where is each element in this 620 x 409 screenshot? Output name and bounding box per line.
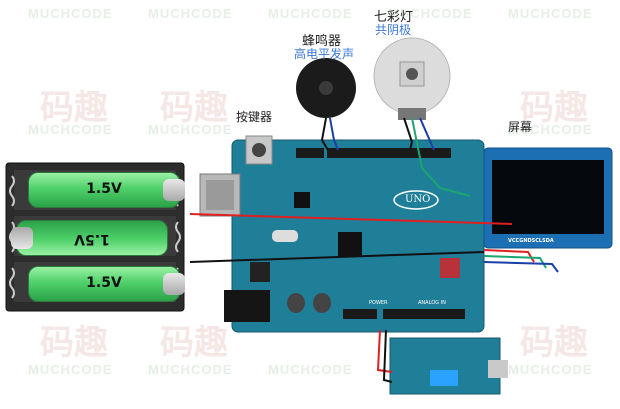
watermark-text: MUCHCODE <box>508 362 593 377</box>
watermark-text: 码趣 <box>520 323 588 363</box>
watermark-text: 码趣 <box>40 88 108 128</box>
buzzer-note: 高电平发声 <box>294 47 355 61</box>
watermark-text: 码趣 <box>160 323 228 363</box>
battery-cell: 1.5V <box>11 220 168 256</box>
board-analog-label: ANALOG IN <box>418 300 446 306</box>
battery-label: 1.5V <box>74 231 110 247</box>
watermark-text: MUCHCODE <box>148 6 233 21</box>
led-note: 共阴极 <box>375 23 412 37</box>
board-power-label: POWER <box>369 300 388 306</box>
battery-cell: 1.5V <box>28 266 185 302</box>
screen-pins-label: VCCGNDSCLSDA <box>508 238 554 244</box>
watermark-text: MUCHCODE <box>28 6 113 21</box>
button-label: 按键器 <box>236 110 273 124</box>
screen-label: 屏幕 <box>508 120 533 134</box>
watermark-text: MUCHCODE <box>508 122 593 137</box>
watermark-text: MUCHCODE <box>28 362 113 377</box>
watermark-text: MUCHCODE <box>508 6 593 21</box>
watermark-text: 码趣 <box>160 88 228 128</box>
battery-cap <box>163 273 185 295</box>
watermark-text: MUCHCODE <box>268 362 353 377</box>
battery-label: 1.5V <box>86 181 122 197</box>
board-logo: UNO <box>405 194 431 205</box>
led-label: 七彩灯 <box>374 10 414 25</box>
watermark-text: MUCHCODE <box>388 6 473 21</box>
rgb-led <box>373 37 451 120</box>
watermark-text: MUCHCODE <box>268 6 353 21</box>
buzzer <box>296 58 356 118</box>
watermark-text: MUCHCODE <box>148 362 233 377</box>
battery-cap <box>163 179 185 201</box>
oled-screen <box>483 147 613 249</box>
button-module <box>245 135 273 165</box>
watermark-text: 码趣 <box>40 323 108 363</box>
sensor-module <box>389 337 508 395</box>
watermark-text: MUCHCODE <box>148 122 233 137</box>
watermark-text: 码趣 <box>520 88 588 128</box>
wires <box>189 117 559 383</box>
watermark-text: MUCHCODE <box>28 122 113 137</box>
battery-label: 1.5V <box>86 275 122 291</box>
buzzer-label: 蜂鸣器 <box>302 34 342 49</box>
battery-cell: 1.5V <box>28 172 185 208</box>
